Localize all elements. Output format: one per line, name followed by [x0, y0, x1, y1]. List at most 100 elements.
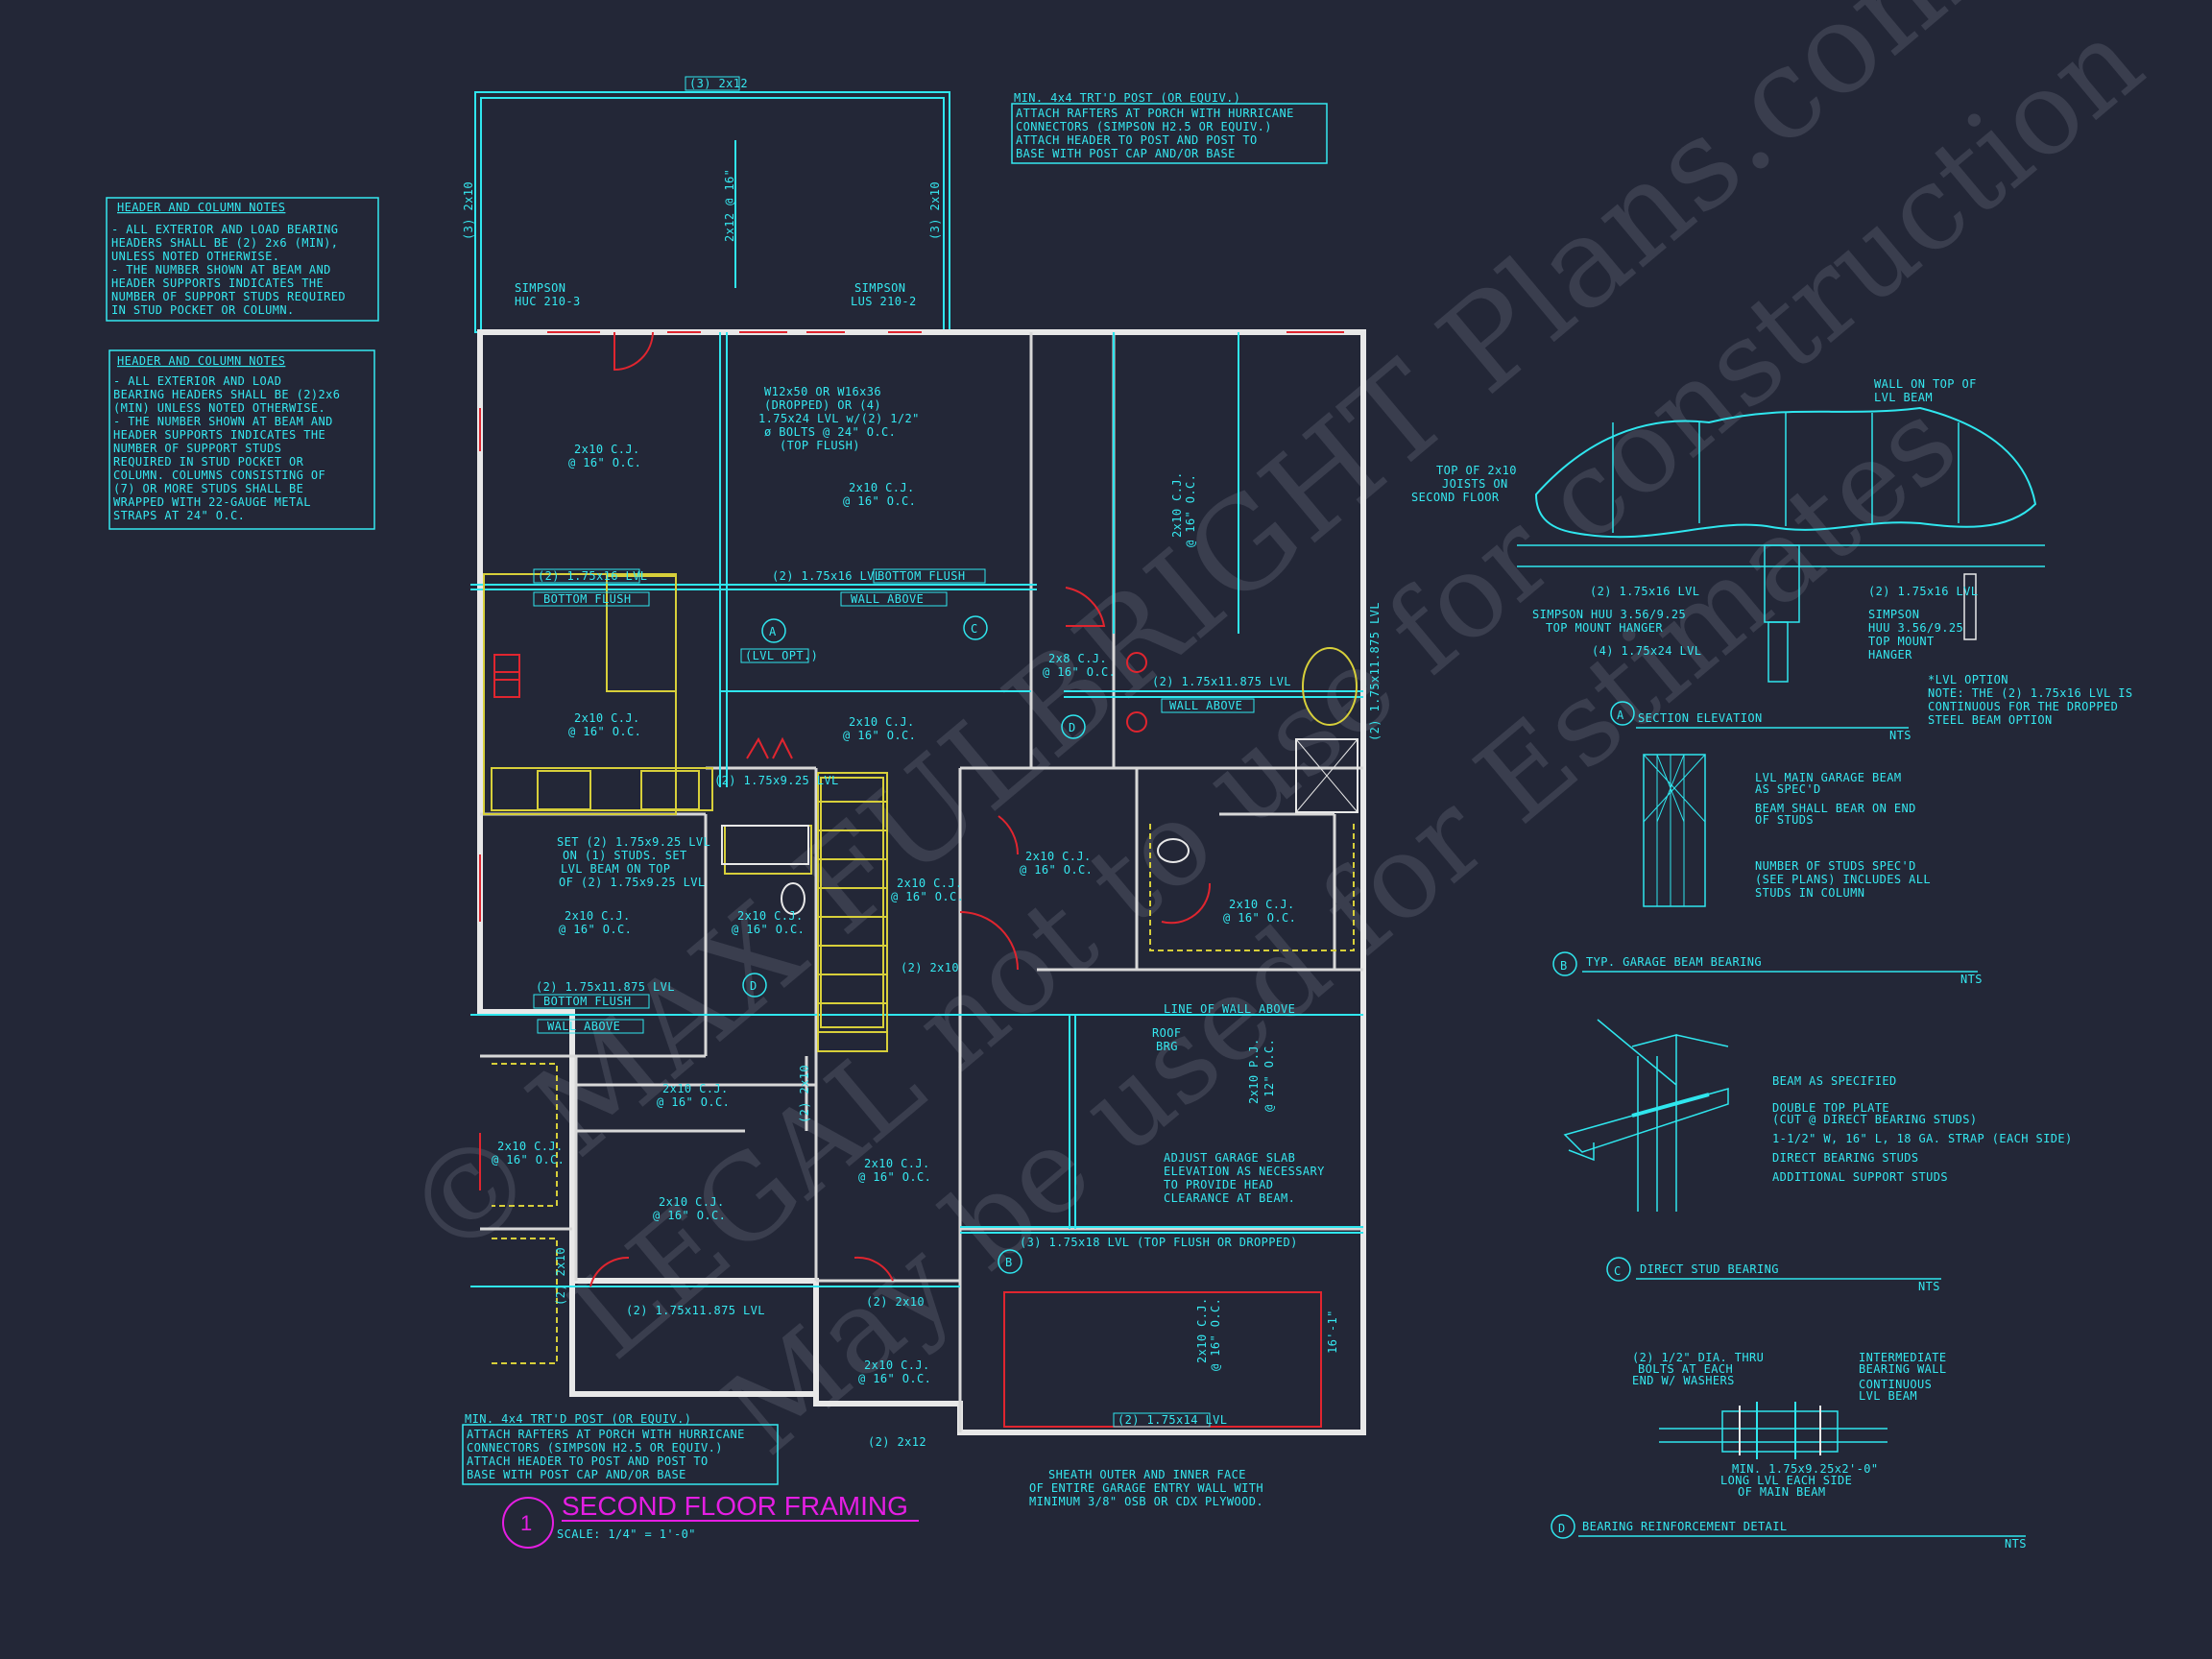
bottom-flush-label: BOTTOM FLUSH	[878, 569, 966, 583]
line-of-wall-above: LINE OF WALL ABOVE	[1164, 1002, 1295, 1016]
notes-1-line: HEADERS SHALL BE (2) 2x6 (MIN),	[111, 236, 338, 250]
set-lvl-line: ON (1) STUDS. SET	[563, 849, 687, 862]
header-label: (2) 2x10	[554, 1247, 567, 1306]
detail-d-label: LONG LVL EACH SIDE	[1720, 1474, 1852, 1487]
detail-c-direct-stud-bearing: BEAM AS SPECIFIED DOUBLE TOP PLATE (CUT …	[1563, 1019, 2072, 1293]
joist-spacing: @ 16" O.C.	[492, 1153, 565, 1166]
set-lvl-line: OF (2) 1.75x9.25 LVL	[559, 876, 706, 889]
detail-b-letter: B	[1560, 959, 1568, 973]
joist-spacing: @ 16" O.C.	[1223, 911, 1296, 925]
detail-b-label: BEAM SHALL BEAR ON END	[1755, 802, 1916, 815]
detail-a-label: TOP OF 2x10	[1436, 464, 1517, 477]
notes-2-title: HEADER AND COLUMN NOTES	[117, 354, 285, 368]
porch-post-right-label: (3) 2x10	[928, 181, 942, 240]
adjust-slab-line: ELEVATION AS NECESSARY	[1164, 1165, 1325, 1178]
joist-label: 2x10 C.J.	[574, 711, 640, 725]
beam-labels: (2) 1.75x16 LVL BOTTOM FLUSH (2) 1.75x16…	[533, 568, 1382, 1449]
joist-spacing: @ 16" O.C.	[843, 494, 916, 508]
lvl-opt-label: (LVL OPT.)	[745, 649, 818, 662]
fixtures	[483, 573, 1358, 1364]
detail-a-option: NOTE: THE (2) 1.75x16 LVL IS	[1928, 686, 2133, 700]
detail-a-label: SIMPSON	[1868, 608, 1919, 621]
tag-b: B	[1005, 1256, 1013, 1269]
detail-b-label: AS SPEC'D	[1755, 782, 1821, 796]
joist-label: 2x10 C.J.	[497, 1140, 564, 1153]
notes-1-line: UNLESS NOTED OTHERWISE.	[111, 250, 279, 263]
joist-label: 2x10 C.J.	[1229, 898, 1295, 911]
callout-line: CONNECTORS (SIMPSON H2.5 OR EQUIV.)	[1016, 120, 1272, 133]
detail-a-letter: A	[1617, 709, 1624, 722]
beam-label: (3) 1.75x18 LVL (TOP FLUSH OR DROPPED)	[1020, 1236, 1298, 1249]
detail-a-label: TOP MOUNT HANGER	[1546, 621, 1663, 635]
header-label: (2) 2x10	[798, 1065, 811, 1123]
notes-2-line: - ALL EXTERIOR AND LOAD	[113, 374, 281, 388]
header-label: (2) 2x10	[901, 961, 959, 974]
sheet-scale: SCALE: 1/4" = 1'-0"	[557, 1527, 696, 1541]
sheet-number: 1	[520, 1511, 532, 1535]
garage-joist-label: 2x10 P.J.	[1247, 1038, 1261, 1104]
misc-callouts: SIMPSON HUC 210-3 SIMPSON LUS 210-2 W12x…	[515, 281, 1325, 1508]
garage-dimension: 16'-1"	[1326, 1310, 1339, 1354]
joist-spacing: @ 16" O.C.	[891, 890, 964, 903]
notes-2-line: (MIN) UNLESS NOTED OTHERWISE.	[113, 401, 325, 415]
detail-d-label: END W/ WASHERS	[1632, 1374, 1735, 1387]
porch-joist-label: 2x12 @ 16"	[723, 169, 736, 242]
notes-2-line: STRAPS AT 24" O.C.	[113, 509, 245, 522]
porch-beam-label: (3) 2x12	[689, 77, 748, 90]
notes-2-line: REQUIRED IN STUD POCKET OR	[113, 455, 304, 469]
detail-b-garage-beam-bearing: LVL MAIN GARAGE BEAM AS SPEC'D BEAM SHAL…	[1552, 754, 1983, 986]
joist-label-vertical: 2x10 C.J.	[1195, 1297, 1209, 1363]
detail-c-label: ADDITIONAL SUPPORT STUDS	[1772, 1170, 1948, 1184]
joist-spacing: @ 16" O.C.	[1043, 665, 1116, 679]
steel-beam-line: 1.75x24 LVL w/(2) 1/2"	[758, 412, 920, 425]
detail-a-option: CONTINUOUS FOR THE DROPPED	[1928, 700, 2118, 713]
joist-label: 2x10 C.J.	[662, 1082, 729, 1095]
detail-a-label: WALL ON TOP OF	[1874, 377, 1977, 391]
beam-label: (2) 1.75x11.875 LVL	[1152, 675, 1291, 688]
callout-line: BASE WITH POST CAP AND/OR BASE	[467, 1468, 686, 1481]
porch-top-callout: MIN. 4x4 TRT'D POST (OR EQUIV.) ATTACH R…	[1011, 91, 1328, 164]
detail-b-nts: NTS	[1960, 973, 1983, 986]
beam-lines	[470, 332, 1363, 1287]
notes-1-line: NUMBER OF SUPPORT STUDS REQUIRED	[111, 290, 346, 303]
notes-1-title: HEADER AND COLUMN NOTES	[117, 201, 285, 214]
beam-label: (2) 1.75x11.875 LVL	[536, 980, 675, 994]
sheath-line: SHEATH OUTER AND INNER FACE	[1048, 1468, 1246, 1481]
joist-spacing-vertical: @ 16" O.C.	[1184, 474, 1197, 547]
detail-c-label: (CUT @ DIRECT BEARING STUDS)	[1772, 1113, 1978, 1126]
detail-c-title: DIRECT STUD BEARING	[1640, 1262, 1779, 1276]
detail-c-nts: NTS	[1918, 1280, 1940, 1293]
joist-spacing: @ 16" O.C.	[657, 1095, 730, 1109]
detail-a-label: (2) 1.75x16 LVL	[1868, 585, 1978, 598]
header-column-notes-2: HEADER AND COLUMN NOTES - ALL EXTERIOR A…	[108, 349, 375, 530]
simpson-right-model: LUS 210-2	[851, 295, 917, 308]
notes-1-line: - ALL EXTERIOR AND LOAD BEARING	[111, 223, 338, 236]
rear-wing-walls	[569, 1281, 819, 1404]
header-label: (2) 2x12	[868, 1435, 926, 1449]
joist-spacing: @ 16" O.C.	[858, 1372, 931, 1385]
joist-label: 2x10 C.J.	[737, 909, 804, 923]
tag-d: D	[1069, 721, 1076, 734]
beam-label: (2) 1.75x16 LVL	[538, 569, 647, 583]
detail-a-label: TOP MOUNT	[1868, 635, 1935, 648]
detail-a-label: SIMPSON HUU 3.56/9.25	[1532, 608, 1686, 621]
joist-spacing: @ 16" O.C.	[1020, 863, 1093, 877]
detail-b-label: (SEE PLANS) INCLUDES ALL	[1755, 873, 1931, 886]
detail-a-label: JOISTS ON	[1442, 477, 1508, 491]
detail-b-label: NUMBER OF STUDS SPEC'D	[1755, 859, 1916, 873]
detail-a-section-elevation: WALL ON TOP OF LVL BEAM TOP OF 2x10 JOIS…	[1411, 377, 2133, 742]
joist-spacing-vertical: @ 16" O.C.	[1209, 1298, 1222, 1371]
notes-2-line: BEARING HEADERS SHALL BE (2)2x6	[113, 388, 340, 401]
detail-a-label: SECOND FLOOR	[1411, 491, 1500, 504]
steel-beam-line: ø BOLTS @ 24" O.C.	[764, 425, 896, 439]
detail-d-label: BOLTS AT EACH	[1638, 1362, 1733, 1376]
beam-label-vertical: (2) 1.75x11.875 LVL	[1368, 602, 1382, 741]
header-column-notes-1: HEADER AND COLUMN NOTES - ALL EXTERIOR A…	[106, 197, 379, 322]
notes-2-line: COLUMN. COLUMNS CONSISTING OF	[113, 469, 325, 482]
notes-1-line: IN STUD POCKET OR COLUMN.	[111, 303, 295, 317]
tag-c: C	[971, 622, 978, 636]
joist-8-label: 2x8 C.J.	[1048, 652, 1107, 665]
joist-label: 2x10 C.J.	[1025, 850, 1092, 863]
beam-label: (2) 1.75x11.875 LVL	[626, 1304, 765, 1317]
roof-brg: ROOF	[1152, 1026, 1182, 1040]
